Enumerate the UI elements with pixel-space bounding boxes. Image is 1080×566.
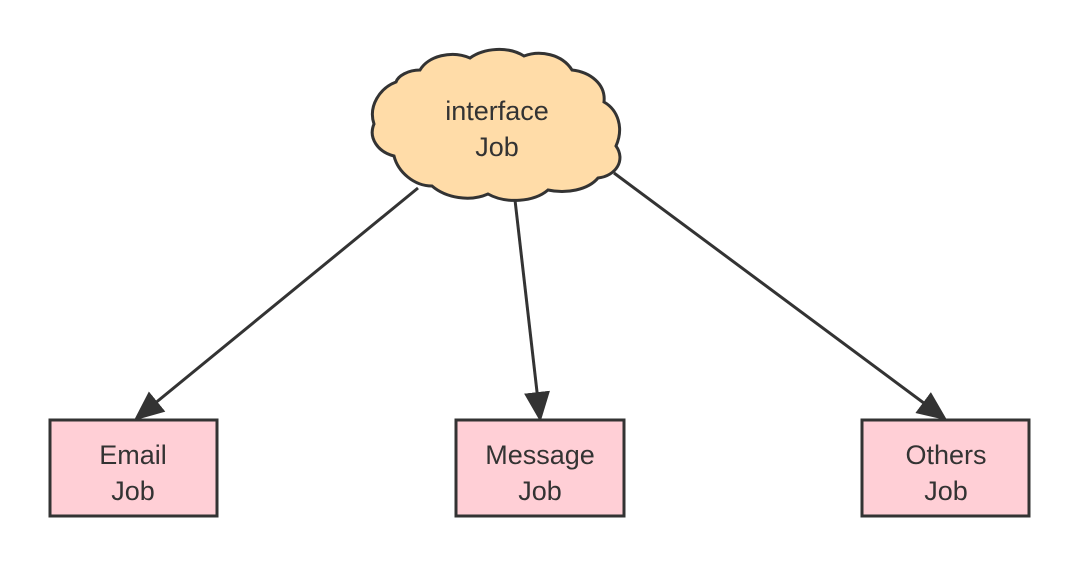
others-job-box (860, 418, 1031, 518)
edge-interface-to-message (513, 199, 550, 422)
message-job-box (454, 418, 626, 518)
message-job-label-line2: Job (518, 476, 562, 506)
edge-interface-to-email (133, 186, 419, 421)
others-job-label-line1: Others (905, 440, 986, 470)
email-job-node[interactable]: Email Job (48, 418, 219, 518)
message-job-label-line1: Message (485, 440, 595, 470)
email-job-box (48, 418, 219, 518)
interface-job-label-line2: Job (475, 132, 519, 162)
email-job-label-line1: Email (99, 440, 167, 470)
message-job-node[interactable]: Message Job (454, 418, 626, 518)
edge-interface-to-others (613, 171, 948, 421)
interface-job-node[interactable]: interface Job (370, 48, 622, 202)
email-job-label-line2: Job (111, 476, 155, 506)
cloud-shape (370, 48, 622, 202)
interface-job-label-line1: interface (445, 96, 549, 126)
others-job-label-line2: Job (924, 476, 968, 506)
others-job-node[interactable]: Others Job (860, 418, 1031, 518)
